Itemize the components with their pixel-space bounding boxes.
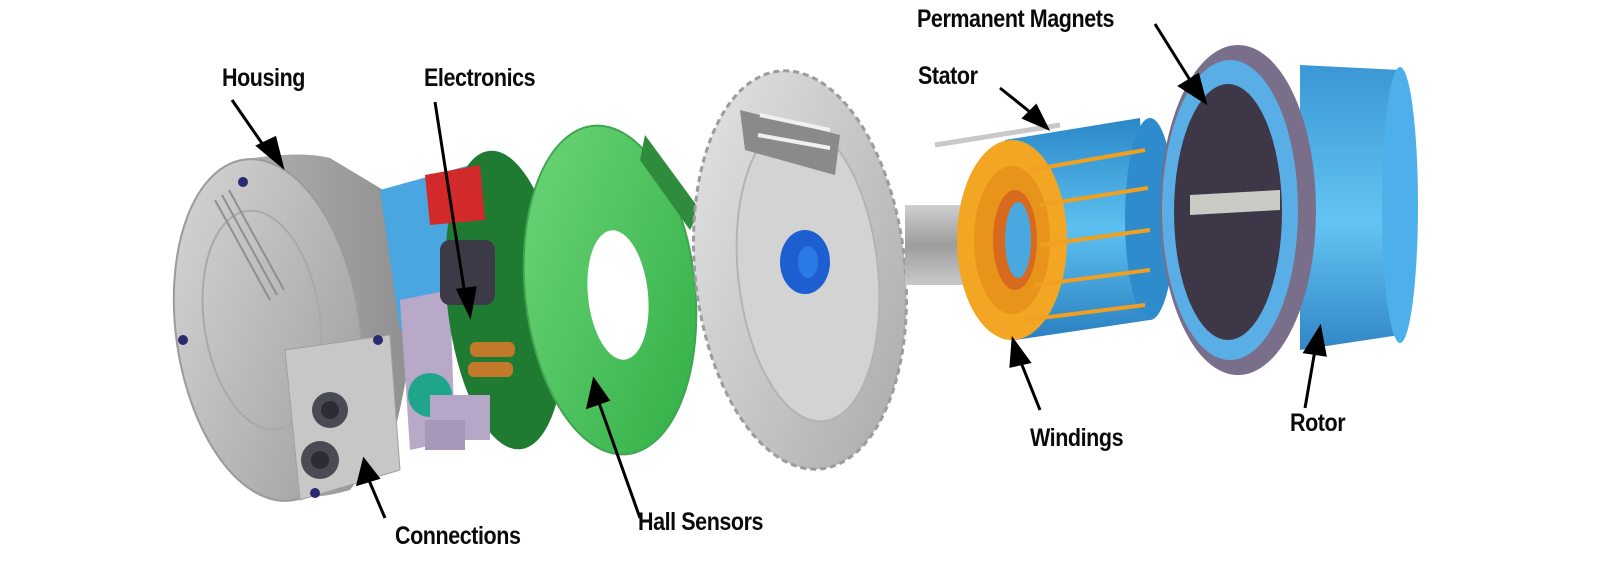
stator-part — [934, 118, 1175, 340]
label-windings: Windings — [1030, 424, 1124, 452]
hall-sensor-board-part — [522, 124, 700, 456]
label-connections: Connections — [395, 522, 521, 550]
label-rotor: Rotor — [1290, 409, 1346, 437]
label-electronics: Electronics — [424, 64, 536, 92]
housing-part — [172, 154, 414, 502]
shaft-part — [905, 205, 965, 285]
end-cap-part — [692, 69, 908, 471]
rotor-part — [1160, 45, 1418, 375]
label-stator: Stator — [918, 62, 978, 90]
callout-arrows — [230, 23, 1327, 519]
label-housing: Housing — [222, 64, 305, 92]
label-hall-sensors: Hall Sensors — [638, 508, 764, 536]
label-permanent-magnets: Permanent Magnets — [917, 5, 1114, 33]
